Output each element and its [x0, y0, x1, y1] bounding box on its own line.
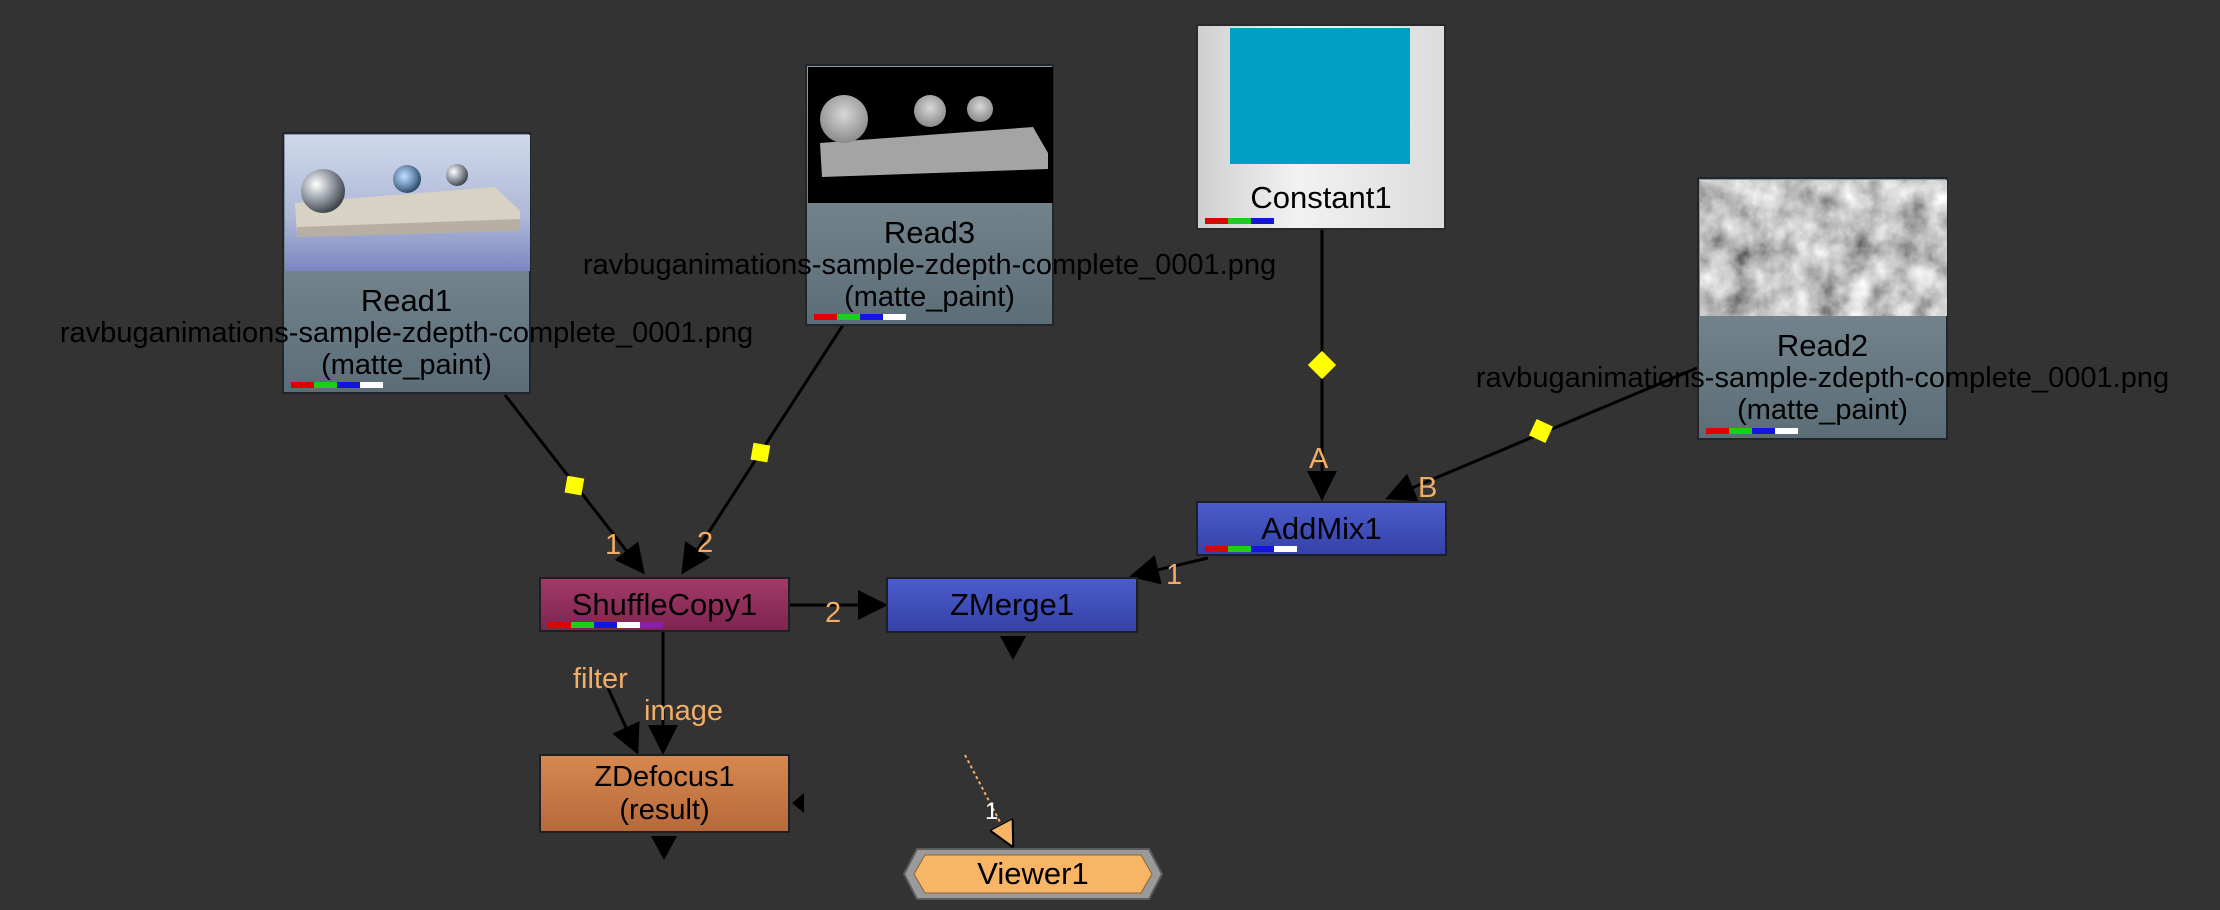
- viewer1-shape: [903, 848, 1163, 900]
- wire-zdefocus-filter[interactable]: [606, 687, 640, 755]
- addmix-input-a-label: A: [1309, 443, 1329, 475]
- addmix1-name: AddMix1: [1261, 510, 1382, 546]
- dot-read2-wire[interactable]: [1529, 419, 1553, 443]
- read1-thumbnail: [285, 135, 530, 271]
- zmerge-output-arrow: [1000, 636, 1026, 660]
- zdefocus-output-arrow: [651, 836, 677, 860]
- zdefocus1-name: ZDefocus1: [594, 761, 735, 793]
- shufflecopy-input-2-label: 2: [697, 527, 714, 559]
- read1-layer: (matte_paint): [321, 349, 492, 381]
- constant1-name: Constant1: [1250, 180, 1392, 215]
- shufflecopy1-channels: [548, 622, 663, 628]
- read2-node[interactable]: Read2 ravbuganimations-sample-zdepth-com…: [1476, 177, 2169, 440]
- shufflecopy1-node[interactable]: ShuffleCopy1: [539, 577, 790, 632]
- viewer-input-1-label: 1: [985, 798, 999, 825]
- read3-node[interactable]: Read3 ravbuganimations-sample-zdepth-com…: [583, 64, 1276, 326]
- read1-channels: [291, 382, 383, 388]
- shufflecopy-input-1-label: 1: [605, 529, 622, 561]
- addmix1-channels: [1205, 546, 1297, 552]
- read3-layer: (matte_paint): [844, 281, 1015, 313]
- wire-viewer-input[interactable]: [964, 754, 1012, 845]
- zdefocus-filter-label: filter: [573, 663, 628, 695]
- dot-read1-wire[interactable]: [564, 475, 585, 496]
- zdefocus-mask-arrow: [792, 793, 804, 813]
- wire-addmix-zmerge[interactable]: [1129, 555, 1209, 585]
- shufflecopy1-name: ShuffleCopy1: [571, 586, 758, 622]
- read3-name: Read3: [883, 215, 976, 250]
- read2-filename: ravbuganimations-sample-zdepth-complete_…: [1475, 362, 2170, 394]
- addmix1-node[interactable]: AddMix1: [1196, 501, 1447, 556]
- read2-layer: (matte_paint): [1737, 394, 1908, 426]
- read2-channels: [1706, 428, 1798, 434]
- read1-name: Read1: [360, 283, 453, 318]
- zmerge1-node[interactable]: ZMerge1: [886, 577, 1138, 633]
- viewer1-node[interactable]: Viewer1: [903, 848, 1163, 900]
- constant1-channels: [1205, 218, 1274, 224]
- addmix-input-b-label: B: [1418, 472, 1438, 504]
- zdefocus-image-label: image: [644, 695, 723, 727]
- read1-filename: ravbuganimations-sample-zdepth-complete_…: [59, 317, 754, 349]
- read1-node[interactable]: Read1 ravbuganimations-sample-zdepth-com…: [60, 132, 753, 394]
- zmerge1-name: ZMerge1: [949, 587, 1075, 622]
- zmerge-input-1-label: 1: [1166, 559, 1183, 591]
- read2-name: Read2: [1776, 328, 1869, 363]
- constant1-node[interactable]: Constant1: [1196, 24, 1446, 230]
- zmerge-input-2-label: 2: [825, 597, 842, 629]
- dot-constant-wire[interactable]: [1307, 350, 1337, 380]
- viewer1-name: Viewer1: [977, 856, 1089, 891]
- read3-channels: [814, 314, 906, 320]
- zdefocus1-labels: ZDefocus1 (result): [541, 761, 788, 827]
- read3-filename: ravbuganimations-sample-zdepth-complete_…: [582, 249, 1277, 281]
- zdefocus1-sub: (result): [619, 794, 710, 826]
- read3-thumbnail: [808, 67, 1053, 203]
- zdefocus1-node[interactable]: ZDefocus1 (result): [539, 754, 790, 833]
- read2-thumbnail: [1700, 180, 1947, 316]
- constant1-swatch: [1230, 28, 1410, 164]
- dot-read3-wire[interactable]: [750, 442, 771, 463]
